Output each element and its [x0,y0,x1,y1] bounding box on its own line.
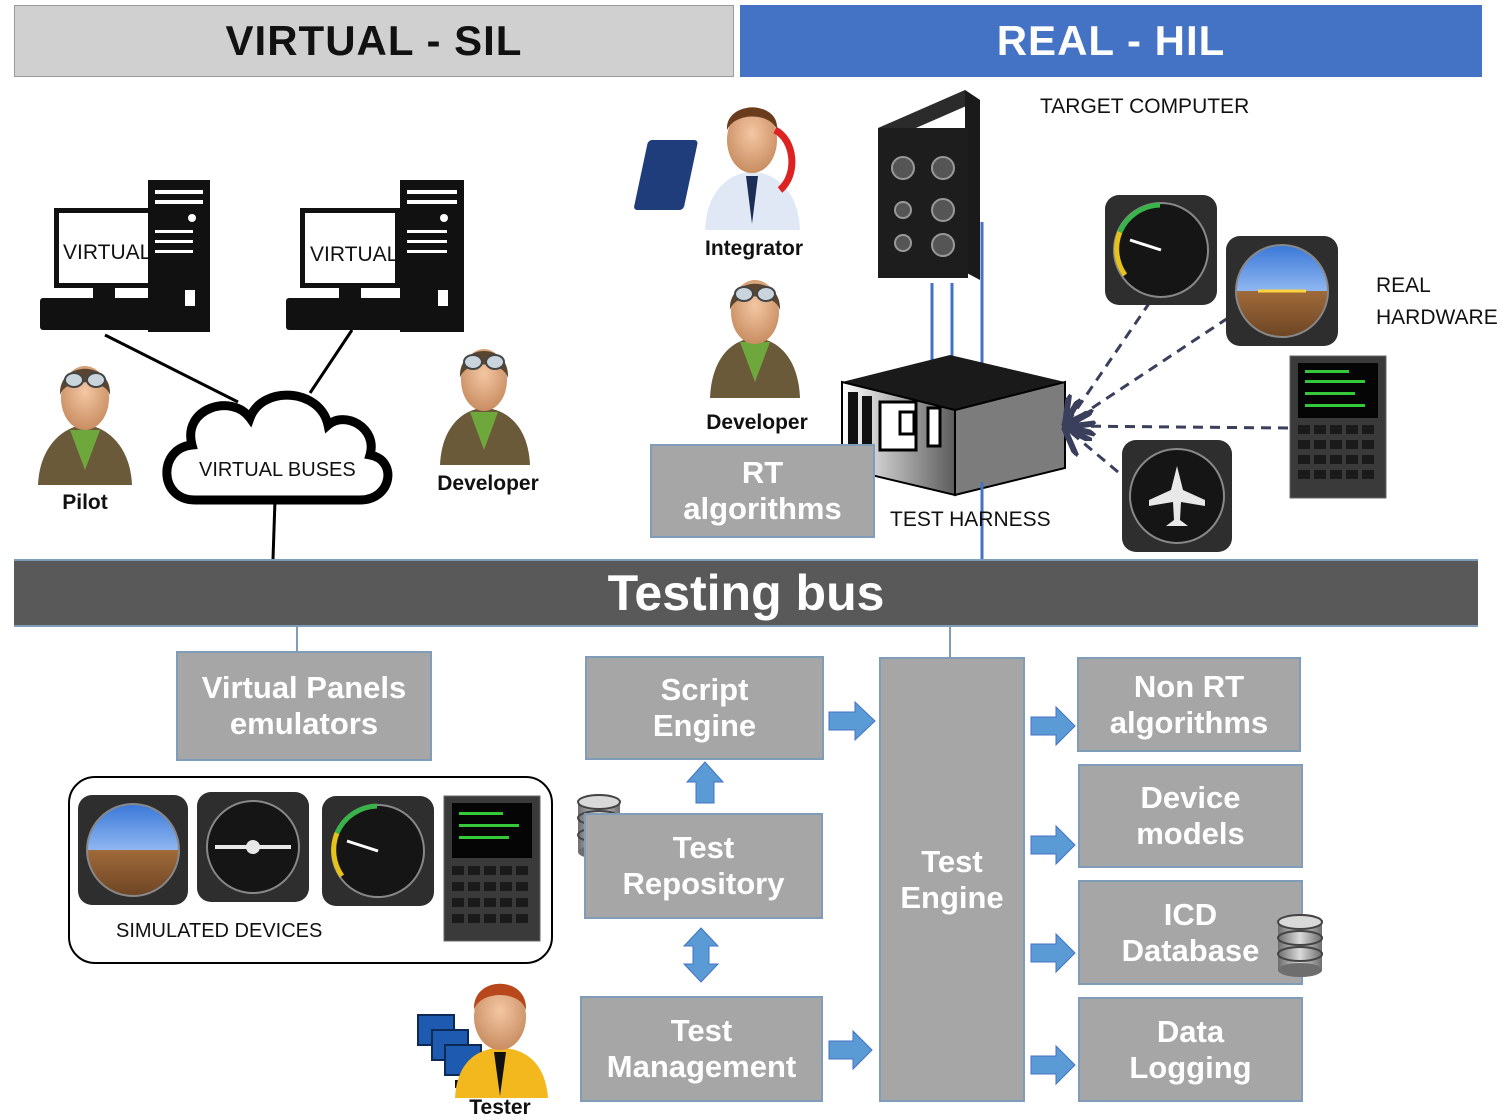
test-repository-box: Test Repository [584,813,823,919]
pilot-label: Pilot [62,491,108,514]
pc1-screen-label: VIRTUAL [63,241,152,264]
pilot-avatar-icon [38,366,132,485]
pc2-screen-label: VIRTUAL [310,243,399,266]
pc1-link [104,333,239,404]
tester-avatar-icon [417,983,548,1098]
arrow-engine-to-device-models [1030,824,1076,866]
sim-fmc-keypad-icon [443,795,541,942]
icd-database-overlay-icon [1277,914,1323,977]
developer-sil-label: Developer [437,472,539,495]
developer-hil-label: Developer [706,411,808,434]
target-computer-icon [878,90,980,280]
arrow-mgmt-to-engine [828,1029,873,1071]
arrow-repository-to-script [685,761,725,804]
test-management-box: Test Management [580,996,823,1102]
non-rt-algorithms-box: Non RT algorithms [1077,657,1301,752]
cloud-bus-link [271,499,277,560]
virtual-buses-cloud-icon [162,390,393,505]
simulated-devices-label: SIMULATED DEVICES [116,920,323,942]
test-harness-icon [841,355,1066,497]
attitude-indicator-icon [1226,236,1338,346]
icd-database-box: ICD Database [1078,880,1303,985]
developer-sil-avatar-icon [440,349,530,465]
rt-algorithms-box: RT algorithms [650,444,875,538]
airspeed-indicator-icon [1105,195,1217,305]
testing-bus: Testing bus [14,559,1478,627]
test-engine-box: Test Engine [879,657,1025,1102]
arrow-engine-to-nonrt [1030,705,1076,747]
virtual-buses-label: VIRTUAL BUSES [199,459,356,481]
data-logging-box: Data Logging [1078,997,1303,1102]
arrow-engine-to-logging [1030,1044,1076,1086]
real-hardware-label: REAL HARDWARE [1376,274,1498,329]
device-models-box: Device models [1078,764,1303,868]
tester-label: Tester [469,1096,531,1119]
integrator-label: Integrator [704,237,803,260]
sim-airspeed-icon [322,796,434,906]
target-computer-label: TARGET COMPUTER [1040,95,1250,118]
computer-1-icon [40,180,210,332]
integrator-avatar-icon [634,107,800,230]
test-harness-label: TEST HARNESS [890,508,1051,531]
script-engine-box: Script Engine [585,656,824,760]
virtual-panels-emulators-box: Virtual Panels emulators [176,651,432,761]
heading-indicator-icon [1122,440,1232,552]
real-hil-header: REAL - HIL [740,5,1482,77]
virtual-sil-header: VIRTUAL - SIL [14,5,734,77]
computer-2-icon [286,180,464,332]
arrow-script-to-engine [828,700,876,742]
fmc-keypad-icon [1289,355,1387,499]
pc2-link [308,329,354,394]
developer-hil-avatar-icon [710,280,800,398]
arrow-engine-to-icd [1030,932,1076,974]
sim-attitude-icon [78,795,188,905]
sim-turn-coordinator-icon [197,792,309,902]
arrow-repository-management-bidirectional [682,927,720,983]
